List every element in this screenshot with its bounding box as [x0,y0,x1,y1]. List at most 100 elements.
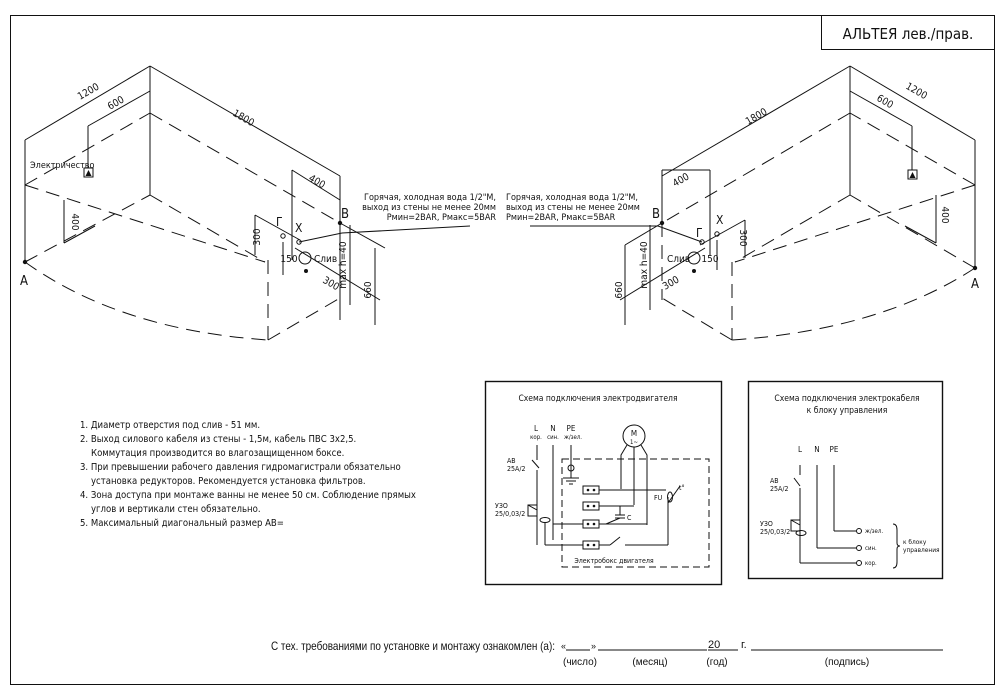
cable-rcd: УЗО [760,520,773,528]
cable-breaker-rating: 25А/2 [770,485,788,493]
electric-socket-icon-right [907,169,918,180]
dim-max-h-right: max h=40 [639,241,650,288]
terminal-block-4 [582,540,600,550]
note-2: 2. Выход силового кабеля из стены - 1,5м… [80,434,356,445]
motor-phase: 1~ [630,439,638,446]
title-box [821,15,995,50]
note-1: 1. Диаметр отверстия под слив - 51 мм. [80,420,260,431]
cable-wire-pe: PE [830,445,839,454]
motor-scheme-frame [484,380,723,586]
caption-day: (число) [563,657,597,668]
terminal-block-1 [582,485,600,495]
label-drain-right: Слив [667,254,690,265]
term-l: кор. [865,560,877,567]
dim-300: 300 [252,228,263,245]
terminal-block-3 [582,519,600,529]
water-note-left-3: Рмин=2BAR, Рмакс=5BAR [387,213,497,223]
water-note-right-2: выход из стены не менее 20мм [506,203,640,213]
label-electricity: Электричество [30,161,95,171]
note-2b: Коммутация производится во влагозащищенн… [91,448,344,459]
motor-box-label: Электробокс двигателя [574,557,654,565]
dim-1200: 1200 [76,81,102,102]
caption-signature: (подпись) [825,657,869,668]
motor-scheme-title: Схема подключения электродвигателя [518,394,677,404]
motor-wire-n: N [550,424,555,433]
right-bath-isometric: 1200 600 1800 400 400 300 150 300 max h=… [530,65,979,341]
water-note-left-2: выход из стены не менее 20мм [362,203,496,213]
to-unit-1: к блоку [903,538,927,546]
label-hot-right: Г [696,226,703,240]
title-block: АЛЬТЕЯ лев./прав. [821,15,995,50]
cable-rcd-rating: 25/0,03/2 [760,528,790,536]
electric-socket-icon [83,167,94,178]
dim-660: 660 [363,281,374,298]
motor-electrobox [561,458,710,568]
note-5: 5. Максимальный диагональный размер АВ= [80,518,284,529]
dim-300-right: 300 [737,229,748,246]
term-n: син. [865,545,877,552]
fuse-label: FU [654,494,663,502]
dim-600-right: 600 [875,93,896,111]
cable-wire-n: N [814,445,819,454]
to-unit-2: управления [903,546,940,554]
cable-scheme-title-1: Схема подключения электрокабеля [774,393,919,404]
motor-breaker-rating: 25А/2 [507,465,525,473]
motor-wire-l: L [534,424,538,433]
control-unit-cable-scheme: Схема подключения электрокабеля к блоку … [747,380,944,580]
caption-month: (месяц) [632,657,667,668]
label-b: В [341,207,349,222]
motor-rcd: УЗО [495,502,508,510]
dim-max-h: max h=40 [338,241,349,288]
left-bath-isometric: 1200 600 1800 400 400 300 150 300 max h=… [20,65,471,341]
cable-breaker: АВ [770,477,779,485]
note-4b: углов и вертикали стен обязательно. [91,504,261,515]
dim-1200-right: 1200 [904,81,930,102]
motor-wire-pe-sub: ж/зел. [564,434,582,441]
dim-400-height-right: 400 [939,206,950,223]
motor-wire-l-sub: кор. [530,434,542,441]
terminal-block-2 [582,501,600,511]
installation-notes: 1. Диаметр отверстия под слив - 51 мм. 2… [80,420,416,529]
motor-breaker: АВ [507,457,516,465]
dim-400-top: 400 [307,173,328,191]
label-hot: Г [276,215,283,229]
note-4: 4. Зона доступа при монтаже ванны не мен… [80,490,416,501]
dim-300-drain-right: 300 [661,274,682,292]
water-note-right-1: Горячая, холодная вода 1/2"М, [506,193,638,203]
year-suffix: г. [741,639,747,651]
note-3: 3. При превышении рабочего давления гидр… [80,462,401,473]
motor-wire-pe: PE [567,424,576,433]
term-pe: ж/зел. [865,528,883,535]
dim-1800: 1800 [231,108,257,129]
cable-scheme-title-2: к блоку управления [807,405,888,416]
quote-close: » [591,641,596,651]
water-supply-notes: Горячая, холодная вода 1/2"М, выход из с… [362,193,640,223]
water-note-right-3: Рмин=2BAR, Рмакс=5BAR [506,213,616,223]
ack-text: С тех. требованиями по установке и монта… [271,639,555,653]
dim-150: 150 [280,254,297,265]
dim-150-right: 150 [701,254,718,265]
acknowledgement-signature-line: С тех. требованиями по установке и монта… [271,639,943,668]
motor-label: М [631,429,637,438]
label-cold: Х [295,221,303,235]
dim-400-height: 400 [69,213,80,230]
dim-1800-right: 1800 [744,106,770,127]
label-a-right: А [971,277,979,292]
dim-660-right: 660 [614,281,625,298]
quote-open: « [561,641,566,651]
temp-label: t° [679,484,685,492]
motor-wire-n-sub: син. [547,434,559,441]
note-3b: установка редукторов. Рекомендуется уста… [91,476,366,487]
drawing-title: АЛЬТЕЯ лев./прав. [843,25,974,43]
cable-wire-l: L [798,445,802,454]
dim-400-top-right: 400 [671,171,692,189]
label-a: А [20,274,28,289]
caption-year: (год) [706,657,727,668]
label-b-right: В [652,207,660,222]
motor-wiring-scheme: Схема подключения электродвигателя L N P… [484,380,723,586]
label-drain: Слив [314,254,337,265]
label-cold-right: Х [716,213,724,227]
cable-scheme-frame [747,380,944,580]
year-prefix: 20 [708,639,720,651]
